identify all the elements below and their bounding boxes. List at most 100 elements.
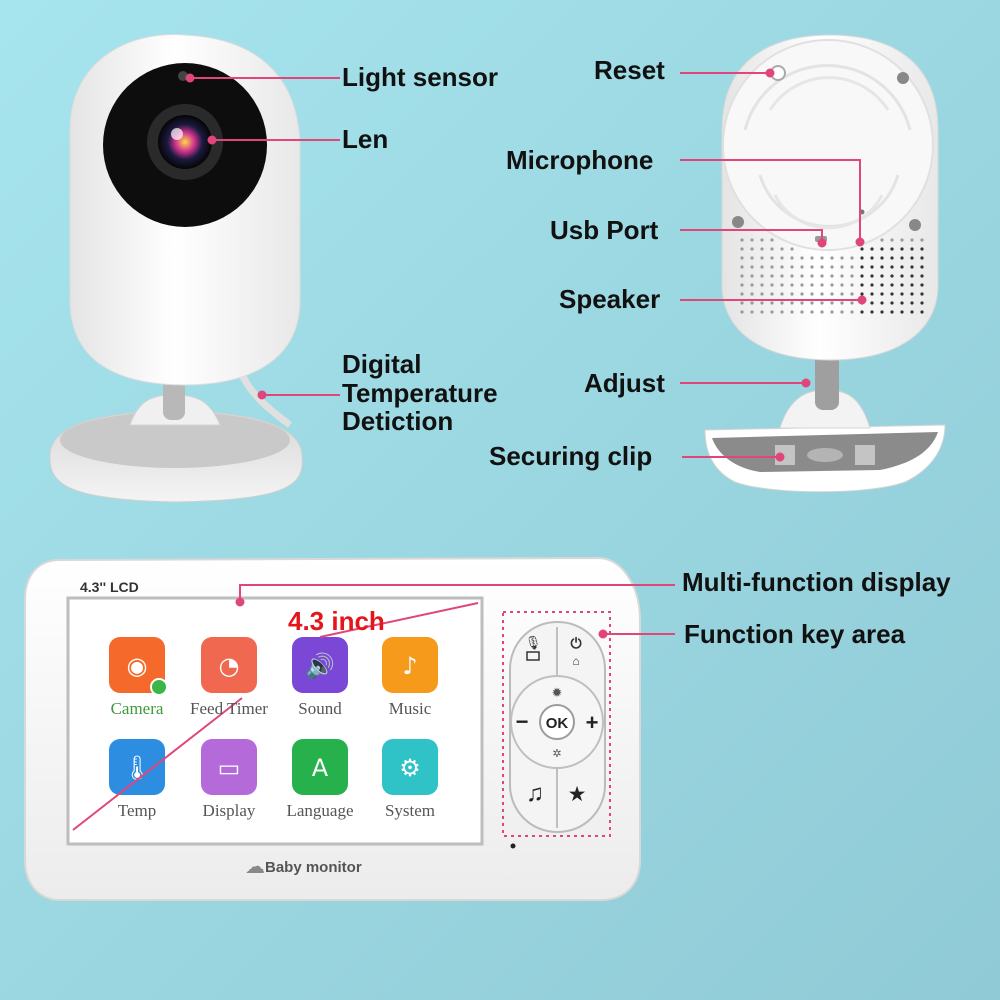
app-label: Temp [117,801,157,820]
app-label: Sound [298,699,342,718]
grille-dot [910,283,914,287]
app-tile-camera[interactable] [109,637,165,693]
grille-dot [870,301,874,305]
screen-icon [526,651,540,661]
grille-dot [900,283,904,287]
app-label: Language [286,801,354,820]
grille-dot [880,256,884,260]
app-label: System [384,801,436,820]
grille-dot [890,310,894,314]
grille-dot [900,292,904,296]
securing-clip-label: Securing clip [489,441,653,471]
grille-dot [740,292,744,296]
grille-dot [740,274,744,278]
screw-icon [732,216,744,228]
function-key-area-label: Function key area [684,619,906,649]
grille-dot [890,301,894,305]
grille-dot [760,310,764,314]
grille-dot [880,238,884,242]
app-tile-sound[interactable] [292,637,348,693]
grille-dot [910,292,914,296]
callout-lines [185,68,867,639]
grille-dot [870,265,874,269]
app-tile-language[interactable] [292,739,348,795]
grille-dot [900,256,904,260]
multi-function-display-label: Multi-function display [682,567,951,597]
grille-dot [830,256,834,260]
grille-dot [830,265,834,269]
grille-dot [760,274,764,278]
grille-dot [890,265,894,269]
grille-dot [890,247,894,251]
grille-dot [740,256,744,260]
screw-icon [897,72,909,84]
brand-logo-icon: ☁ [245,856,265,878]
reset-label: Reset [594,55,665,85]
grille-dot [740,238,744,242]
grille-dot [750,274,754,278]
grille-dot [850,265,854,269]
brightness-down-icon[interactable]: ✲ [552,748,561,760]
lens-icon [158,115,212,169]
ok-button[interactable] [539,704,575,740]
app-tile-feed-timer[interactable] [201,637,257,693]
app-tile-display[interactable] [201,739,257,795]
grille-dot [900,247,904,251]
grille-dot [920,247,924,251]
grille-dot [920,265,924,269]
grille-dot [760,301,764,305]
grille-dot [860,256,864,260]
grille-dot [780,274,784,278]
music-key-icon[interactable]: ♫ [526,780,544,807]
grille-dot [850,274,854,278]
talk-icon[interactable]: 🎙 [525,635,542,650]
grille-dot [780,265,784,269]
grille-dot [750,292,754,296]
grille-dot [900,265,904,269]
grille-dot [750,265,754,269]
grille-dot [750,310,754,314]
grille-dot [900,310,904,314]
power-icon[interactable]: ⏻ [570,635,581,651]
grille-dot [770,292,774,296]
grille-dot [870,256,874,260]
grille-dot [750,247,754,251]
app-tile-music[interactable] [382,637,438,693]
back-plate [722,39,934,251]
grille-dot [820,310,824,314]
grille-dot [840,301,844,305]
plus-key-label[interactable]: + [586,710,599,735]
grille-dot [760,238,764,242]
grille-dot [740,283,744,287]
favorite-key-icon[interactable]: ★ [568,783,587,806]
grille-dot [820,292,824,296]
camera-icon: ◉ [127,652,148,680]
grille-dot [800,310,804,314]
base-top [60,412,290,468]
grille-dot [830,274,834,278]
brightness-up-icon[interactable]: ✹ [552,685,563,700]
light-sensor-dot [178,71,188,81]
app-label: Display [202,801,256,820]
app-tile-temp[interactable] [109,739,165,795]
grille-dot [920,256,924,260]
grille-dot [920,238,924,242]
grille-dot [780,256,784,260]
app-label: Feed Timer [190,699,268,718]
app-tile-system[interactable] [382,739,438,795]
grille-dot [770,247,774,251]
grille-dot [850,292,854,296]
grille-dot [860,292,864,296]
thermometer-icon: 🌡 [122,754,152,782]
grille-dot [880,301,884,305]
grille-dot [750,256,754,260]
grille-dot [790,247,794,251]
grille-dot [920,310,924,314]
grille-dot [780,292,784,296]
grille-dot [790,292,794,296]
minus-key-label[interactable]: − [516,709,529,734]
size-label: 4.3 inch [288,606,385,636]
check-icon [150,678,168,696]
grille-dot [770,265,774,269]
grille-dot [910,238,914,242]
